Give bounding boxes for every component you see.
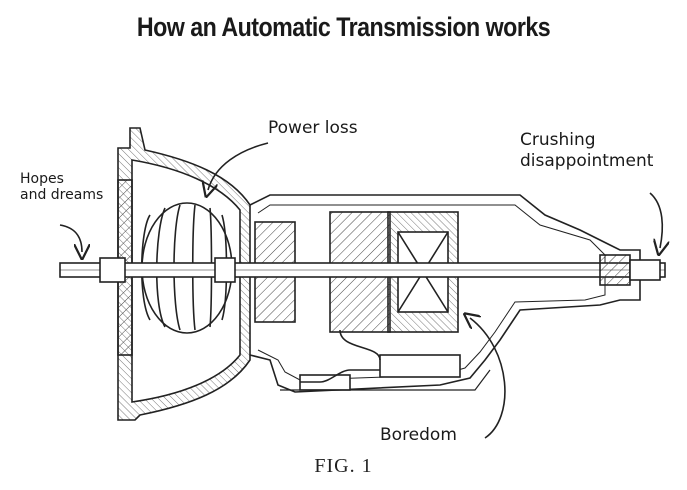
label-output-line-1: Crushing (520, 130, 596, 150)
label-sump: Boredom (380, 425, 457, 445)
arrow-power-loss (208, 142, 269, 190)
arrow-input (59, 224, 82, 252)
arrow-boredom (470, 318, 506, 439)
diagram-title: How an Automatic Transmission works (136, 12, 551, 42)
label-input-line-2: and dreams (20, 187, 104, 203)
label-input-line-1: Hopes (20, 171, 64, 187)
figure-caption: FIG. 1 (314, 455, 373, 477)
label-output-line-2: disappointment (520, 151, 654, 171)
arrow-output (649, 192, 662, 248)
main-case (249, 194, 641, 393)
label-converter: Power loss (268, 118, 358, 138)
